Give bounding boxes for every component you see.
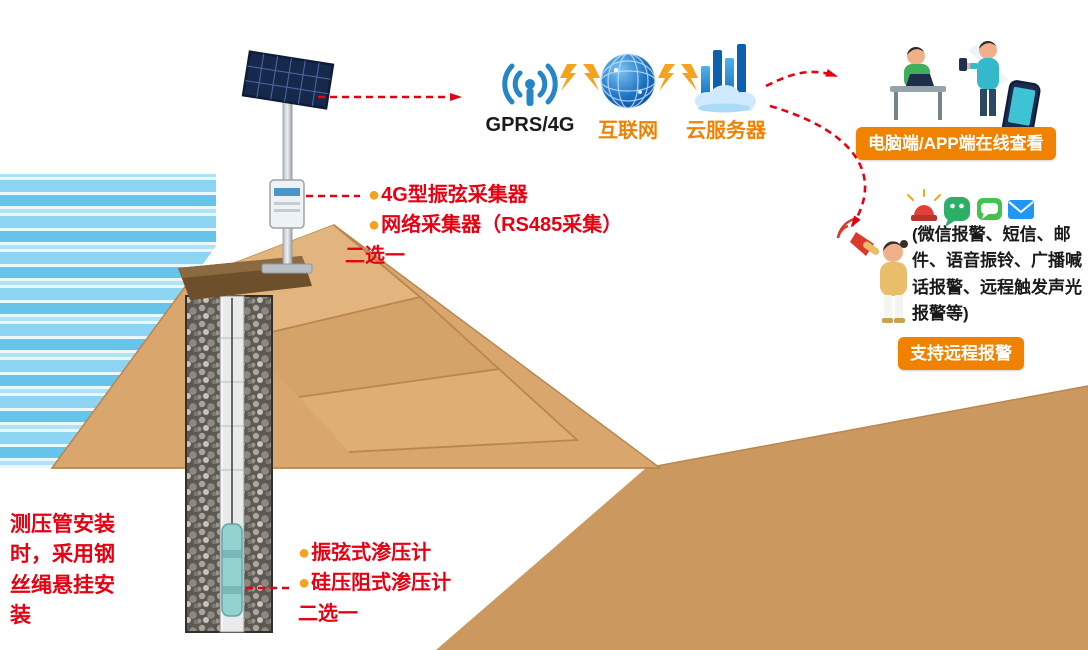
install-note: 测压管安装时，采用钢丝绳悬挂安装 xyxy=(10,513,115,628)
wifi-antenna-icon xyxy=(502,63,558,106)
sensor-option-2: 硅压阻式渗压计 xyxy=(311,572,452,595)
borehole xyxy=(185,295,273,633)
arrow-cloud-to-alarm xyxy=(769,104,867,228)
casing-pipe xyxy=(219,295,245,633)
bullet-icon: ● xyxy=(368,184,381,206)
online-viewing-illustration xyxy=(890,41,1043,145)
collector-option-1: 4G型振弦采集器 xyxy=(381,184,528,206)
internet-label: 互联网 xyxy=(598,120,658,142)
piezometer-sensor xyxy=(221,523,243,617)
message-icon xyxy=(977,198,1002,220)
bullet-icon: ● xyxy=(298,542,311,564)
gprs-label: GPRS/4G xyxy=(485,114,575,136)
remote-alarm-badge: 支持远程报警 xyxy=(898,337,1024,370)
collector-choose-one: 二选一 xyxy=(345,244,405,267)
alarm-methods-text: (微信报警、短信、邮件、语音振铃、广播喊话报警、远程触发声光报警等) xyxy=(912,225,1082,324)
sensor-note: ●振弦式渗压计 ●硅压阻式渗压计 二选一 xyxy=(298,538,451,629)
sensor-choose-one: 二选一 xyxy=(298,602,358,625)
collector-option-2: 网络采集器（RS485采集） xyxy=(381,214,623,237)
cloud-server-label: 云服务器 xyxy=(686,120,766,142)
pc-app-view-badge: 电脑端/APP端在线查看 xyxy=(856,127,1056,160)
ground xyxy=(436,385,1088,650)
bullet-icon: ● xyxy=(298,572,311,595)
alarm-light-icon xyxy=(907,189,941,221)
solar-station xyxy=(241,50,335,274)
bullet-icon: ● xyxy=(368,214,381,237)
mail-icon xyxy=(1008,200,1034,219)
collector-box xyxy=(269,179,305,229)
dashed-arrows xyxy=(246,69,867,590)
sensor-option-1: 振弦式渗压计 xyxy=(311,542,432,564)
globe-icon xyxy=(600,53,656,109)
arrow-cloud-to-pc xyxy=(765,69,838,88)
collector-note: ●4G型振弦采集器 ●网络采集器（RS485采集） 二选一 xyxy=(345,180,622,271)
cloud-server-bars-icon xyxy=(695,44,756,113)
pole-base xyxy=(261,263,313,274)
wechat-icon xyxy=(944,197,970,227)
alarm-person-illustration xyxy=(836,217,908,323)
solar-panel xyxy=(241,50,335,110)
